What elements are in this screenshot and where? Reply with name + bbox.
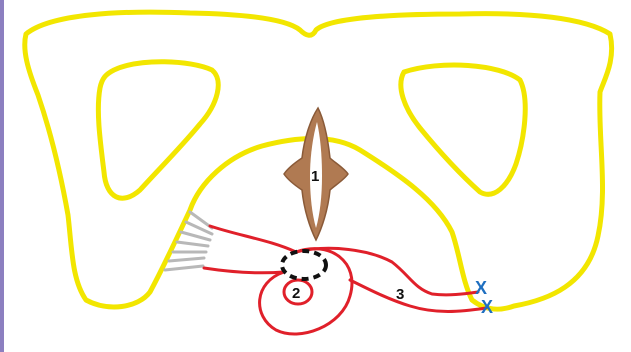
fiber-strand — [177, 242, 208, 246]
fiber-strand — [181, 232, 210, 240]
marker-2-label: 2 — [292, 285, 300, 302]
vessel-left-upper — [210, 226, 296, 252]
vessel-left-lower — [204, 268, 284, 273]
left-inner-foramen — [98, 62, 218, 199]
vessel-right-upper — [296, 248, 478, 294]
marker-1-label: 1 — [311, 168, 319, 185]
cross-mark-lower: X — [481, 297, 493, 317]
marker-3-label: 3 — [396, 286, 404, 303]
fiber-strands — [165, 212, 212, 270]
cross-mark-upper: X — [475, 278, 487, 298]
fiber-strand — [165, 266, 203, 270]
fiber-strand — [169, 258, 204, 261]
right-inner-foramen — [401, 65, 525, 194]
dashed-ring — [282, 251, 326, 279]
